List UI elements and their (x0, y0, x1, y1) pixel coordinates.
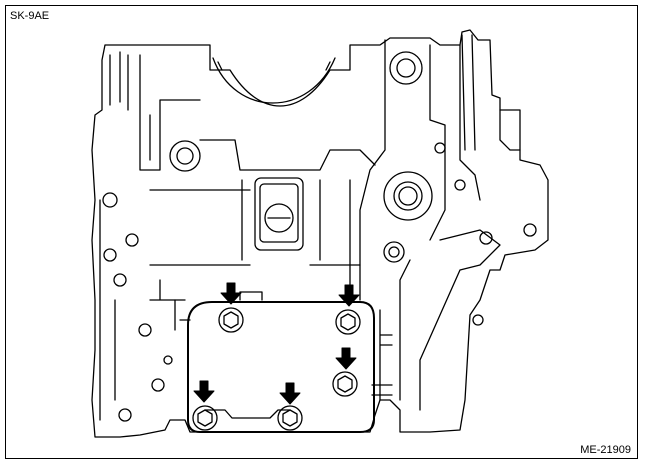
upper-left-boss (169, 140, 201, 172)
cover-plate-outline (187, 301, 375, 433)
block-outline (91, 29, 549, 438)
arrow-down-icon (193, 380, 215, 403)
bolt-right-middle (332, 371, 358, 397)
right-small-plug (383, 241, 405, 263)
bolt-bottom-middle (277, 405, 303, 431)
center-pocket (254, 177, 304, 251)
crank-bore (212, 57, 336, 104)
arrow-down-icon (335, 347, 357, 370)
upper-right-boss (389, 51, 423, 85)
arrow-down-icon (220, 282, 242, 305)
arrow-down-icon (338, 284, 360, 307)
figure-code-label: SK-9AE (10, 10, 50, 22)
arrow-down-icon (279, 382, 301, 405)
figure-reference-number: ME-21909 (580, 444, 631, 456)
bolt-top-right (335, 309, 361, 335)
bolt-bottom-left (192, 405, 218, 431)
bolt-top-left (218, 307, 244, 333)
right-main-boss (383, 171, 433, 221)
